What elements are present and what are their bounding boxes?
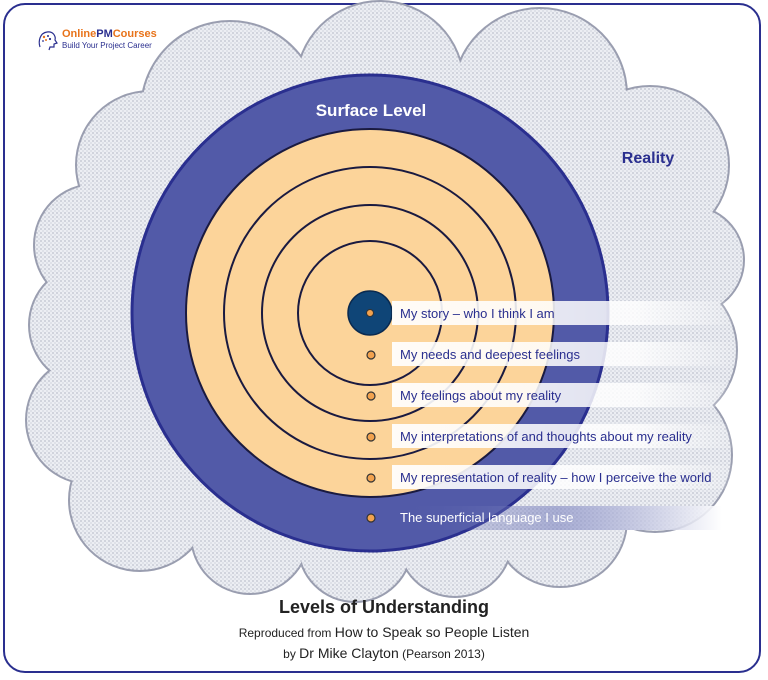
caption-source: Reproduced from How to Speak so People L… bbox=[238, 624, 530, 640]
logo-tagline: Build Your Project Career bbox=[62, 41, 152, 50]
level-dot-5 bbox=[366, 473, 376, 483]
level-band-1 bbox=[392, 301, 742, 325]
author-name: Dr Mike Clayton bbox=[299, 645, 399, 661]
level-band-4 bbox=[392, 424, 742, 448]
level-band-2 bbox=[392, 342, 742, 366]
level-label-6: The superficial language I use bbox=[400, 510, 573, 525]
level-dot-4 bbox=[366, 432, 376, 442]
level-band-3 bbox=[392, 383, 742, 407]
level-dot-1 bbox=[366, 309, 374, 317]
onlinepmcourses-logo: OnlinePMCourses Build Your Project Caree… bbox=[36, 26, 157, 54]
level-dot-2 bbox=[366, 350, 376, 360]
reality-label: Reality bbox=[622, 150, 675, 167]
level-dot-6 bbox=[366, 513, 376, 523]
level-label-2: My needs and deepest feelings bbox=[400, 347, 580, 362]
level-band-5 bbox=[392, 465, 742, 489]
level-dot-3 bbox=[366, 391, 376, 401]
level-label-3: My feelings about my reality bbox=[400, 388, 562, 403]
head-icon bbox=[38, 31, 58, 51]
level-label-5: My representation of reality – how I per… bbox=[400, 470, 711, 485]
surface-level-label: Surface Level bbox=[316, 101, 427, 120]
caption-author: by Dr Mike Clayton (Pearson 2013) bbox=[283, 645, 485, 661]
caption-title: Levels of Understanding bbox=[278, 597, 490, 617]
logo-brand: OnlinePMCourses bbox=[62, 28, 157, 40]
level-label-1: My story – who I think I am bbox=[400, 306, 555, 321]
level-label-4: My interpretations of and thoughts about… bbox=[400, 429, 692, 444]
book-title: How to Speak so People Listen bbox=[334, 624, 530, 640]
level-band-6 bbox=[392, 506, 722, 530]
